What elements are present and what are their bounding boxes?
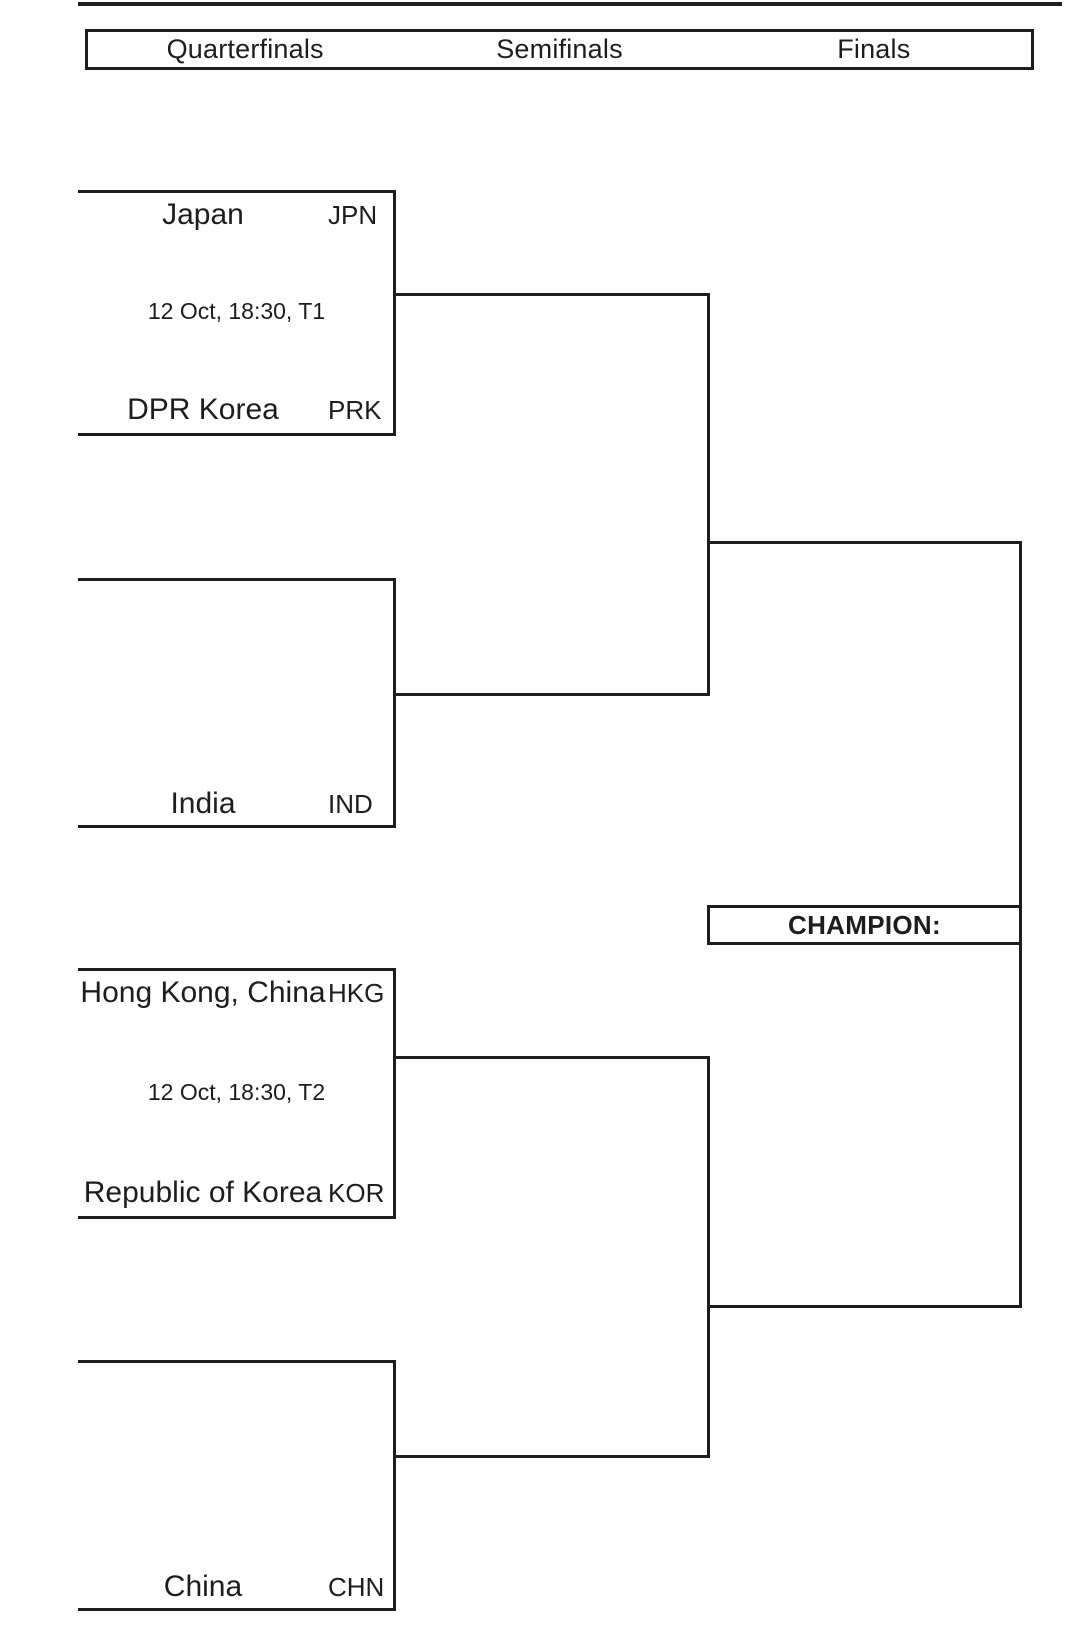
qf4-bracket-vertical <box>393 1360 396 1611</box>
qf3-bracket-vertical <box>393 968 396 1219</box>
qf2-winner-line <box>396 693 710 696</box>
qf4-team2-line <box>78 1608 396 1611</box>
qf3-team1-line <box>78 968 396 971</box>
sf1-winner-line <box>710 541 1022 544</box>
bracket-slot-hong-kong: Hong Kong, China HKG <box>80 972 390 1014</box>
bracket-slot-republic-of-korea: Republic of Korea KOR <box>80 1172 390 1214</box>
qf2-team1-line <box>78 578 396 581</box>
qf3-winner-line <box>396 1056 710 1059</box>
header-semifinals: Semifinals <box>496 34 623 64</box>
qf2-bracket-vertical <box>393 578 396 828</box>
top-edge-line <box>78 2 1062 6</box>
round-header-bar: Quarterfinals Semifinals Finals <box>85 29 1034 70</box>
team-code-prk: PRK <box>328 394 382 425</box>
bracket-slot-india: India IND <box>80 783 390 825</box>
qf1-team2-line <box>78 433 396 436</box>
team-code-hkg: HKG <box>328 977 385 1008</box>
team-name-dpr-korea: DPR Korea <box>127 393 279 426</box>
team-code-ind: IND <box>328 788 373 819</box>
bracket-slot-china: China CHN <box>80 1566 390 1608</box>
team-name-hong-kong: Hong Kong, China <box>80 976 326 1009</box>
qf4-team1-line <box>78 1360 396 1363</box>
team-code-kor: KOR <box>328 1177 385 1208</box>
qf4-winner-line <box>396 1455 710 1458</box>
qf1-team1-line <box>78 190 396 193</box>
champion-box: CHAMPION: <box>707 905 1022 945</box>
qf1-schedule: 12 Oct, 18:30, T1 <box>147 298 326 324</box>
sf2-winner-line <box>710 1305 1022 1308</box>
bracket-slot-empty-bottom <box>80 1316 390 1358</box>
team-code-jpn: JPN <box>328 199 378 230</box>
team-code-chn: CHN <box>328 1571 385 1602</box>
team-name-japan: Japan <box>162 198 244 231</box>
champion-label: CHAMPION: <box>788 909 941 940</box>
team-name-republic-of-korea: Republic of Korea <box>83 1176 323 1209</box>
header-finals: Finals <box>837 34 911 64</box>
sf1-bracket-vertical <box>707 293 710 696</box>
team-name-china: China <box>163 1570 243 1603</box>
header-quarterfinals: Quarterfinals <box>166 34 324 64</box>
qf2-team2-line <box>78 825 396 828</box>
bracket-slot-dpr-korea: DPR Korea PRK <box>80 389 390 431</box>
bracket-slot-japan: Japan JPN <box>80 194 390 236</box>
bracket-slot-empty-top <box>80 534 390 576</box>
qf3-schedule: 12 Oct, 18:30, T2 <box>147 1079 326 1105</box>
team-name-india: India <box>170 787 236 820</box>
qf3-team2-line <box>78 1216 396 1219</box>
sf2-bracket-vertical <box>707 1056 710 1458</box>
qf1-bracket-vertical <box>393 190 396 436</box>
qf1-winner-line <box>396 293 710 296</box>
